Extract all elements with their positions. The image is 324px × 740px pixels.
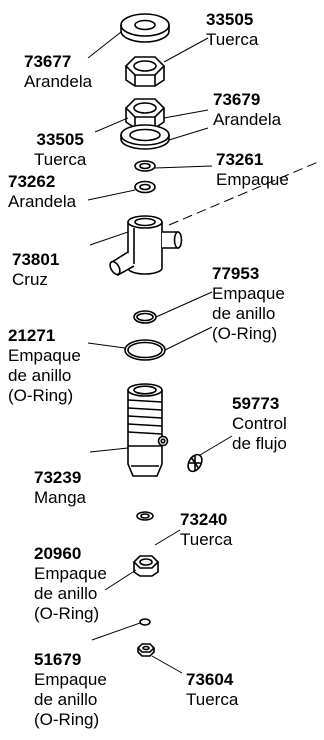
label-33505-tuerca-top: 33505 Tuerca	[206, 10, 258, 50]
part-number: 51679	[34, 650, 82, 669]
o-ring-73240-area	[136, 511, 154, 521]
part-number: 73240	[180, 510, 228, 529]
part-name: Tuerca	[180, 530, 233, 549]
part-name-line-3: (O-Ring)	[34, 710, 100, 729]
label-73679-arandela: 73679 Arandela	[213, 90, 281, 130]
part-number: 73262	[8, 172, 56, 191]
part-name-line-2: de anillo	[212, 304, 276, 323]
washer-73677	[120, 13, 170, 43]
label-73677-arandela: 73677 Arandela	[24, 52, 92, 92]
o-ring-51679	[139, 618, 151, 626]
gasket-73261	[134, 160, 156, 172]
label-59773-control-de-flujo: 59773 Control de flujo	[232, 394, 287, 454]
part-name-line-2: de anillo	[8, 366, 72, 385]
label-73239-manga: 73239 Manga	[34, 468, 86, 508]
part-name: Manga	[34, 488, 86, 507]
part-name: Cruz	[12, 270, 48, 289]
part-name: Tuerca	[186, 690, 239, 709]
small-nut-73604	[136, 643, 156, 657]
label-33505-tuerca-mid: 33505 Tuerca	[34, 130, 86, 170]
part-name-line-3: (O-Ring)	[8, 386, 74, 405]
part-name-line-2: de anillo	[34, 690, 98, 709]
hex-nut-20960	[132, 555, 160, 577]
part-name-line-1: Empaque	[34, 670, 107, 689]
part-name-line-1: Empaque	[212, 284, 285, 303]
label-73801-cruz: 73801 Cruz	[12, 250, 59, 290]
part-name: Arandela	[8, 192, 77, 211]
part-number: 77953	[212, 264, 260, 283]
part-number: 73677	[24, 52, 72, 71]
washer-73679	[120, 124, 170, 150]
part-name-line-1: Empaque	[8, 346, 81, 365]
label-20960-empaque-de-anillo: 20960 Empaque de anillo (O-Ring)	[34, 544, 107, 624]
part-number: 21271	[8, 326, 56, 345]
sleeve-73239	[127, 383, 169, 477]
part-name-line-2: de anillo	[34, 584, 98, 603]
part-name-line-2: de flujo	[232, 434, 287, 453]
label-77953-empaque-de-anillo: 77953 Empaque de anillo (O-Ring)	[212, 264, 285, 344]
part-name: Arandela	[24, 72, 93, 91]
label-73240-tuerca: 73240 Tuerca	[180, 510, 232, 550]
part-name-line-1: Control	[232, 414, 287, 433]
label-73262-arandela: 73262 Arandela	[8, 172, 76, 212]
label-73261-empaque: 73261 Empaque	[216, 150, 289, 190]
hex-nut-33505-upper	[124, 56, 166, 87]
o-ring-21271	[124, 339, 166, 361]
part-name: Arandela	[213, 110, 282, 129]
part-name-line-3: (O-Ring)	[212, 324, 278, 343]
part-name-line-3: (O-Ring)	[34, 604, 100, 623]
cross-fitting-73801	[109, 215, 183, 277]
label-21271-empaque-de-anillo: 21271 Empaque de anillo (O-Ring)	[8, 326, 81, 406]
part-number: 20960	[34, 544, 82, 563]
hex-nut-33505-lower	[124, 98, 166, 129]
part-number: 73801	[12, 250, 60, 269]
part-number: 73239	[34, 468, 82, 487]
label-73604-tuerca: 73604 Tuerca	[186, 670, 238, 710]
washer-73262	[134, 180, 156, 194]
part-name: Tuerca	[206, 30, 259, 49]
part-number: 33505	[36, 130, 84, 149]
part-number: 73604	[186, 670, 234, 689]
label-51679-empaque-de-anillo: 51679 Empaque de anillo (O-Ring)	[34, 650, 107, 730]
o-ring-77953	[133, 310, 157, 324]
part-name-line-1: Empaque	[34, 564, 107, 583]
part-number: 33505	[206, 10, 254, 29]
part-name: Tuerca	[34, 150, 87, 169]
part-number: 59773	[232, 394, 280, 413]
part-name: Empaque	[216, 170, 289, 189]
flow-control-59773	[187, 453, 203, 473]
part-number: 73261	[216, 150, 264, 169]
leader-lines	[87, 31, 319, 674]
part-number: 73679	[213, 90, 261, 109]
